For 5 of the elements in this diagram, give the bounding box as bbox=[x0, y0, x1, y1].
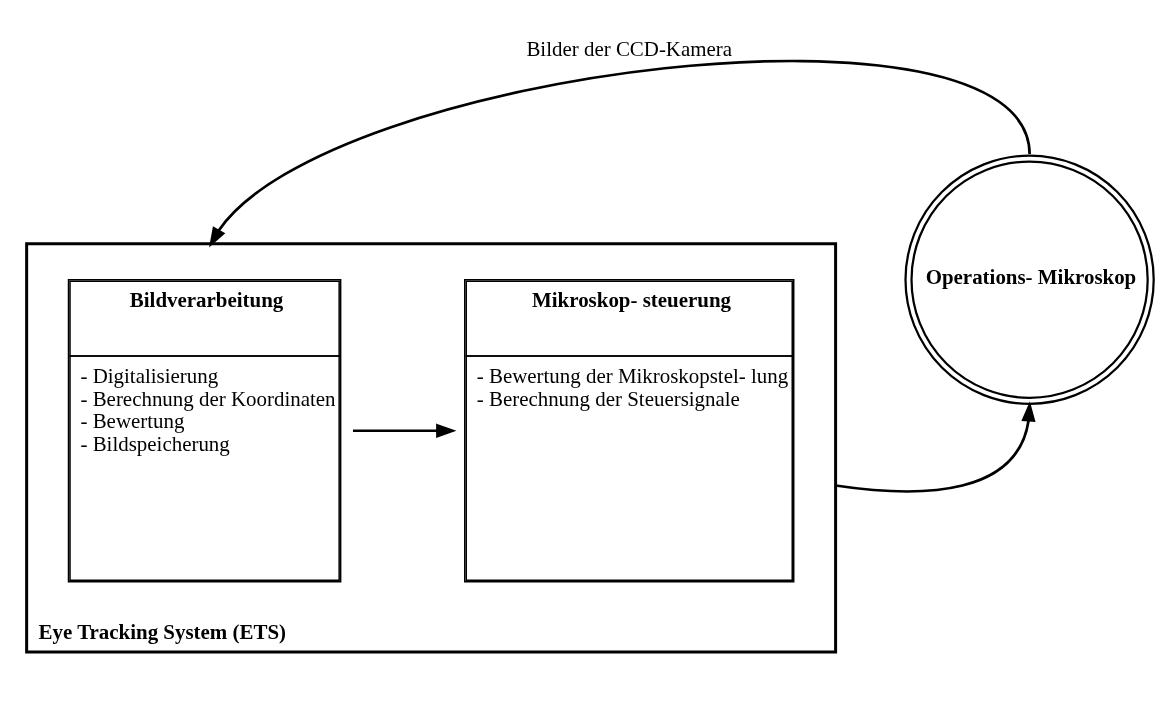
edge-label: Bilder der CCD-Kamera bbox=[526, 36, 733, 61]
arrow bbox=[209, 59, 1031, 247]
arrow bbox=[352, 423, 457, 438]
node-circle: Operations- Mikroskop bbox=[904, 154, 1155, 405]
arrow bbox=[835, 400, 1036, 493]
